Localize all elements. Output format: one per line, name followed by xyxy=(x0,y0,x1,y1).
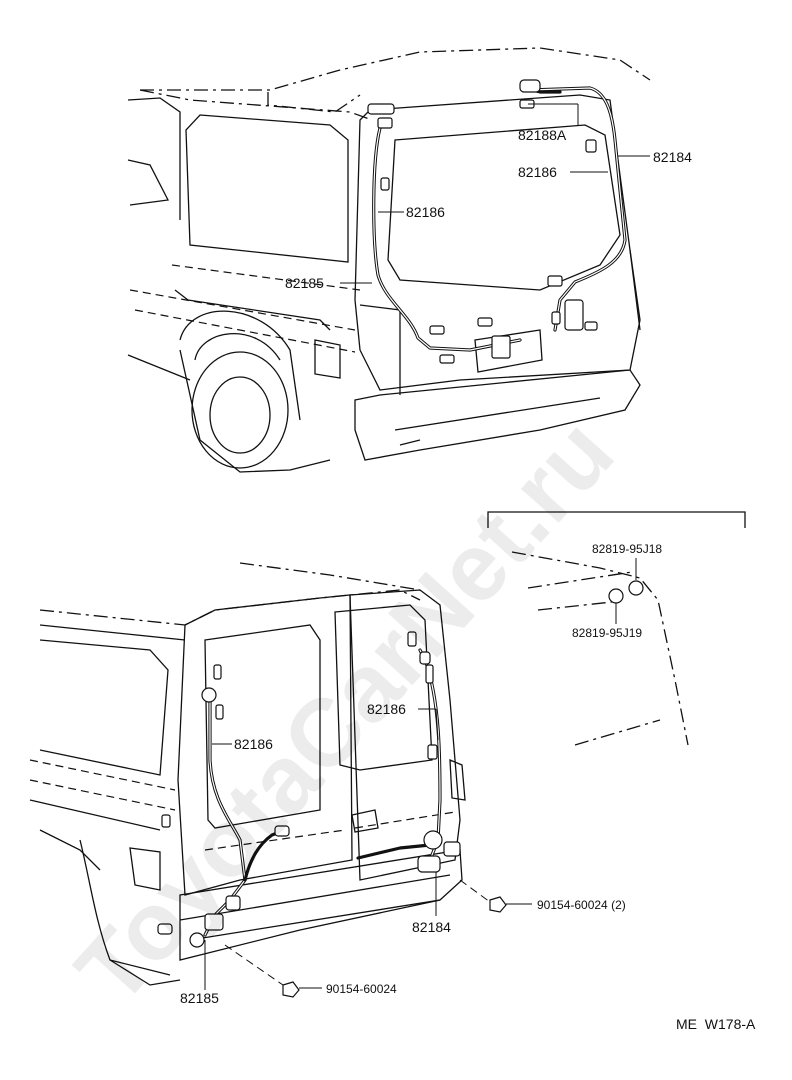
callout-82184-lower: 82184 xyxy=(412,919,451,935)
callout-82186-lower-right: 82186 xyxy=(367,701,406,717)
watermark: ToyotaCarNet.ru xyxy=(56,399,634,1024)
callout-82819-95J18: 82819-95J18 xyxy=(592,542,662,556)
callout-82185-lower: 82185 xyxy=(180,990,219,1006)
callout-90154-60024: 90154-60024 xyxy=(326,982,397,996)
callout-labels: 82188A 82184 82186 82186 82185 82819-95J… xyxy=(180,127,756,1032)
callout-82186-upper-left: 82186 xyxy=(406,204,445,220)
lower-view-leaders xyxy=(204,708,532,990)
callout-82185-upper: 82185 xyxy=(285,275,324,291)
callout-82186-upper-right: 82186 xyxy=(518,164,557,180)
callout-82186-lower-left: 82186 xyxy=(234,736,273,752)
callout-82819-95J19: 82819-95J19 xyxy=(572,626,642,640)
callout-82184-upper: 82184 xyxy=(653,149,692,165)
diagram-code: ME W178-A xyxy=(676,1016,756,1032)
callout-82188A: 82188A xyxy=(518,127,567,143)
upper-view-van-liftgate xyxy=(127,47,651,473)
lower-view-van-twin-doors xyxy=(29,562,507,998)
callout-90154-60024-2: 90154-60024 (2) xyxy=(537,898,626,912)
inset-view xyxy=(487,511,746,746)
upper-view-leaders xyxy=(340,103,650,284)
